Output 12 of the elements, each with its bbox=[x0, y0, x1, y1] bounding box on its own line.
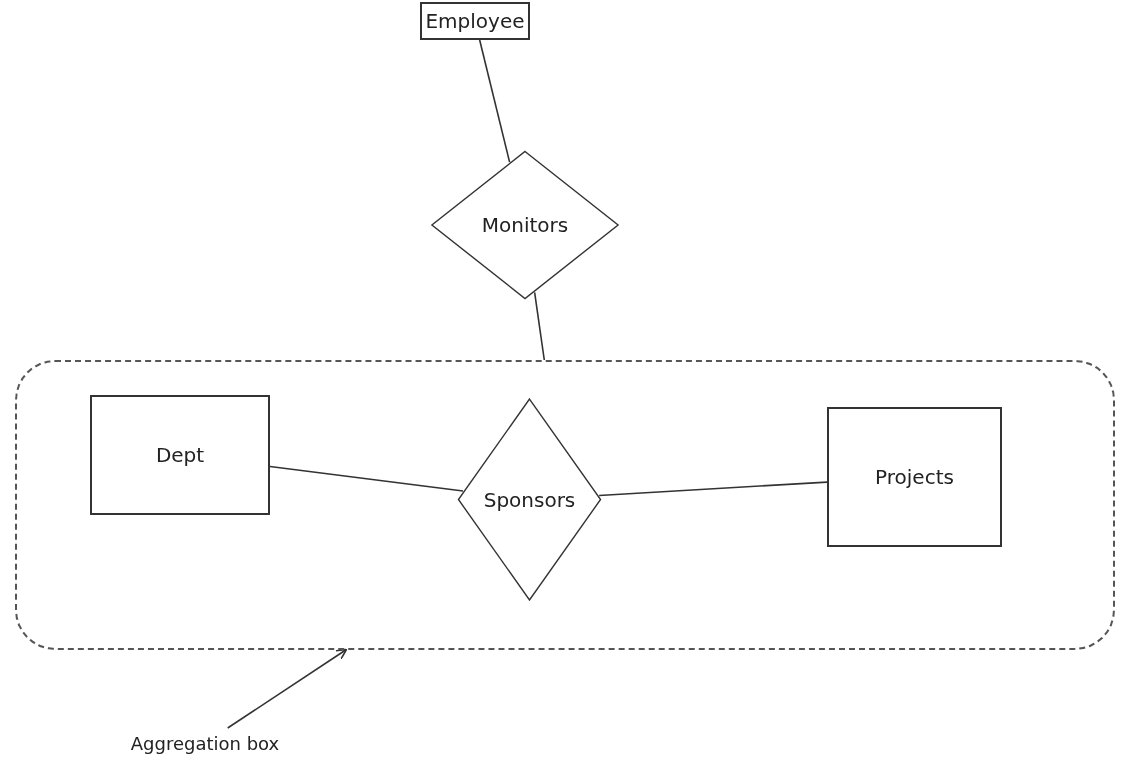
entity-box: Projects bbox=[827, 407, 1002, 547]
connector-line bbox=[598, 481, 828, 497]
connector-line bbox=[269, 465, 464, 492]
leader-arrow bbox=[226, 648, 348, 729]
entity-box: Employee bbox=[420, 2, 530, 40]
entity-box: Dept bbox=[90, 395, 270, 515]
connector-line bbox=[533, 291, 546, 361]
annotation-text: Aggregation box bbox=[120, 728, 290, 758]
connector-line bbox=[478, 39, 511, 163]
relationship-diamond: Monitors bbox=[430, 150, 620, 300]
aggregation-box bbox=[15, 360, 1115, 650]
relationship-diamond: Sponsors bbox=[457, 397, 602, 602]
